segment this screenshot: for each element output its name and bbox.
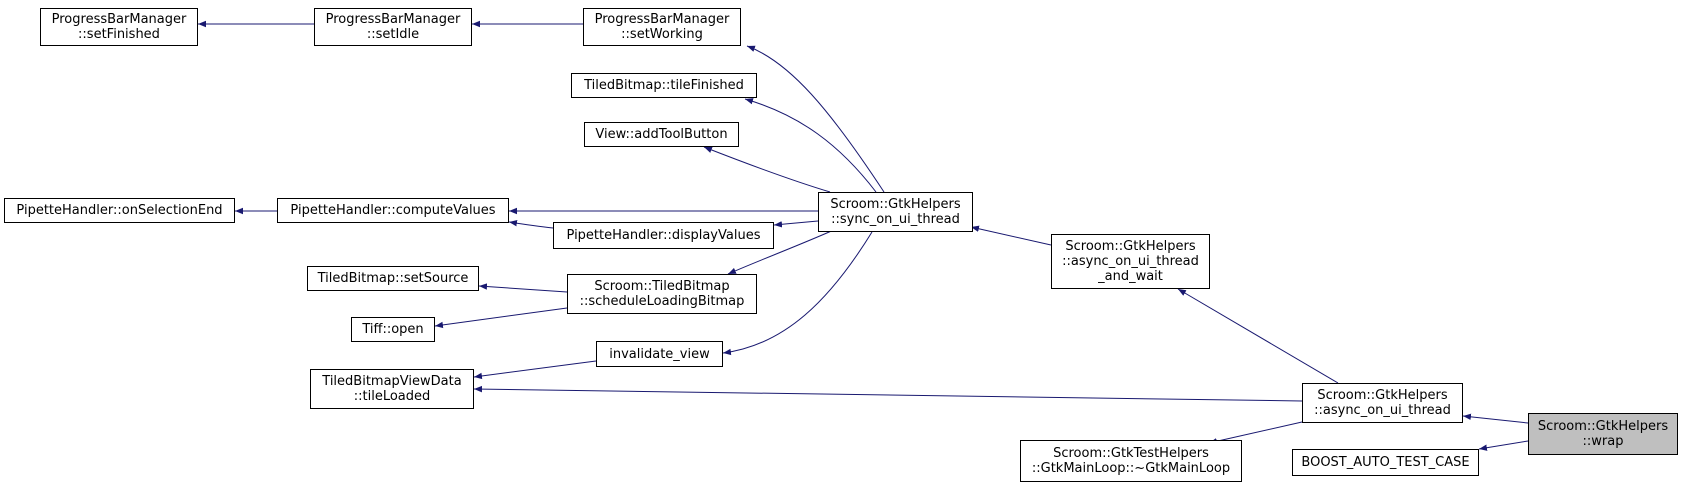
node-label-line: ::setFinished xyxy=(78,27,160,42)
node-label-line: ProgressBarManager xyxy=(51,12,187,27)
node-label-line: View::addToolButton xyxy=(595,127,728,142)
node-pipettehandler-onselectionend[interactable]: PipetteHandler::onSelectionEnd xyxy=(4,198,235,223)
node-label-line: TiledBitmap::tileFinished xyxy=(584,78,744,93)
node-label-line: ProgressBarManager xyxy=(594,12,730,27)
node-tiledbitmap-tilefinished[interactable]: TiledBitmap::tileFinished xyxy=(571,73,757,98)
edge-asyncwait-to-sync xyxy=(970,225,1052,246)
edge-sync-to-invalidateview xyxy=(722,231,873,356)
node-tiledbitmapviewdata-tileloaded[interactable]: TiledBitmapViewData::tileLoaded xyxy=(310,369,474,409)
node-pipettehandler-displayvalues[interactable]: PipetteHandler::displayValues xyxy=(553,222,774,249)
node-label-line: Scroom::GtkHelpers xyxy=(830,197,961,212)
node-label-line: ::setWorking xyxy=(621,27,703,42)
node-label-line: Scroom::TiledBitmap xyxy=(594,279,730,294)
node-label-line: BOOST_AUTO_TEST_CASE xyxy=(1301,455,1470,470)
node-progressbarmanager-setworking[interactable]: ProgressBarManager::setWorking xyxy=(583,8,741,46)
node-label-line: PipetteHandler::displayValues xyxy=(566,228,761,243)
node-label-line: Tiff::open xyxy=(362,322,424,337)
node-pipettehandler-computevalues[interactable]: PipetteHandler::computeValues xyxy=(277,198,509,223)
node-label-line: ProgressBarManager xyxy=(325,12,461,27)
node-label-line: PipetteHandler::onSelectionEnd xyxy=(16,203,223,218)
node-label-line: ::setIdle xyxy=(366,27,420,42)
node-label-line: Scroom::GtkTestHelpers xyxy=(1053,446,1209,461)
node-label-line: ::async_on_ui_thread xyxy=(1314,403,1451,418)
edge-wrap-to-async xyxy=(1462,413,1529,424)
node-label-line: ::GtkMainLoop::~GtkMainLoop xyxy=(1031,461,1231,476)
node-scroom-tiledbitmap-scheduleloadingbitmap[interactable]: Scroom::TiledBitmap::scheduleLoadingBitm… xyxy=(567,274,757,314)
node-label-line: PipetteHandler::computeValues xyxy=(290,203,496,218)
node-label-line: _and_wait xyxy=(1098,269,1163,284)
node-tiledbitmap-setsource[interactable]: TiledBitmap::setSource xyxy=(307,266,479,291)
node-tiff-open[interactable]: Tiff::open xyxy=(351,317,435,342)
node-label-line: ::sync_on_ui_thread xyxy=(831,212,960,227)
node-invalidate-view[interactable]: invalidate_view xyxy=(596,341,723,367)
node-scroom-gtkhelpers-sync-on-ui-thread[interactable]: Scroom::GtkHelpers::sync_on_ui_thread xyxy=(818,192,973,232)
node-label-line: ::wrap xyxy=(1582,434,1624,449)
node-label-line: ::scheduleLoadingBitmap xyxy=(579,294,745,309)
edge-scheduleloading-to-tiffopen xyxy=(434,307,568,329)
edge-sync-to-scheduleloading xyxy=(727,228,837,275)
node-scroom-gtkhelpers-wrap: Scroom::GtkHelpers::wrap xyxy=(1528,413,1678,455)
node-scroom-gtktesthelpers-gtkmainloop-dtor[interactable]: Scroom::GtkTestHelpers::GtkMainLoop::~Gt… xyxy=(1020,440,1242,482)
node-scroom-gtkhelpers-async-on-ui-thread-and-wait[interactable]: Scroom::GtkHelpers::async_on_ui_thread_a… xyxy=(1051,234,1210,289)
edge-async-to-tileloaded xyxy=(473,385,1303,402)
edge-sync-to-tilefinished xyxy=(744,98,877,193)
edge-invalidateview-to-tileloaded xyxy=(473,360,597,380)
edge-async-to-gtkmainloop xyxy=(1208,421,1303,445)
node-label-line: Scroom::GtkHelpers xyxy=(1317,388,1448,403)
edge-sync-to-addtoolbutton xyxy=(703,146,831,193)
node-scroom-gtkhelpers-async-on-ui-thread[interactable]: Scroom::GtkHelpers::async_on_ui_thread xyxy=(1302,383,1463,423)
edge-displayvalues-to-computevalues xyxy=(508,220,554,229)
node-label-line: ::async_on_ui_thread xyxy=(1062,254,1199,269)
node-label-line: Scroom::GtkHelpers xyxy=(1065,239,1196,254)
node-label-line: TiledBitmapViewData xyxy=(322,374,462,389)
node-boost-auto-test-case[interactable]: BOOST_AUTO_TEST_CASE xyxy=(1292,449,1479,476)
edge-sync-to-setworking xyxy=(746,45,885,193)
node-label-line: Scroom::GtkHelpers xyxy=(1537,419,1669,434)
edge-async-to-asyncwait xyxy=(1177,288,1339,384)
node-progressbarmanager-setidle[interactable]: ProgressBarManager::setIdle xyxy=(314,8,472,46)
node-view-addtoolbutton[interactable]: View::addToolButton xyxy=(584,122,739,147)
edge-sync-to-displayvalues xyxy=(773,220,819,228)
node-label-line: TiledBitmap::setSource xyxy=(317,271,469,286)
edge-wrap-to-boost xyxy=(1478,440,1529,451)
node-label-line: ::tileLoaded xyxy=(353,389,431,404)
node-progressbarmanager-setfinished[interactable]: ProgressBarManager::setFinished xyxy=(40,8,198,46)
node-label-line: invalidate_view xyxy=(609,346,710,362)
edge-scheduleloading-to-setsource xyxy=(478,283,568,293)
